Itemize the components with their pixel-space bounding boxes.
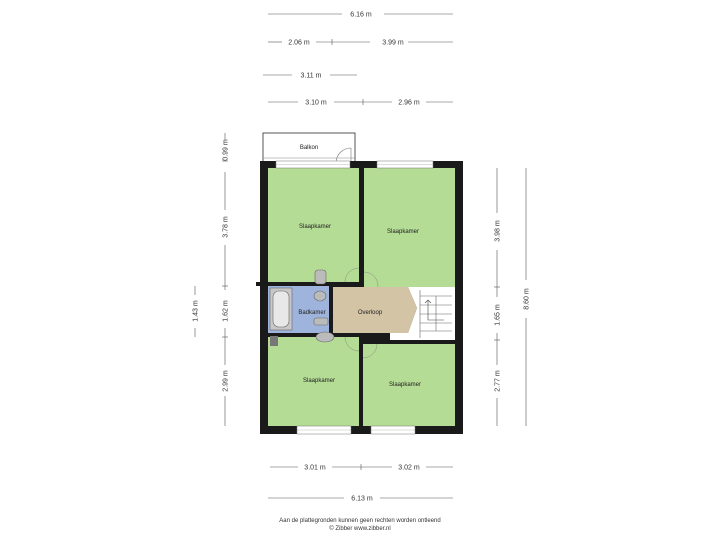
- disclaimer-text: Aan de plattegronden kunnen geen rechten…: [279, 518, 441, 524]
- top-dimensions: [263, 13, 453, 105]
- staircase: [419, 290, 452, 338]
- bedroom-top-right-label: Slaapkamer: [387, 229, 419, 235]
- dim-top-balcony: 3.11 m: [301, 73, 322, 80]
- dim-left-upper: 3.78 m: [223, 216, 230, 238]
- bedroom-top-left-label: Slaapkamer: [299, 224, 331, 230]
- sink-icon: [313, 290, 327, 302]
- dim-bottom-left: 3.01 m: [304, 465, 326, 472]
- dim-top-right-a: 3.99 m: [382, 40, 404, 47]
- balcony-label: Balkon: [300, 145, 318, 151]
- dim-right-upper: 3.98 m: [495, 220, 502, 242]
- dim-right-lower: 2.77 m: [495, 370, 502, 392]
- bedroom-bottom-right-label: Slaapkamer: [389, 382, 421, 388]
- doors: [344, 267, 379, 359]
- toilet-icon: [314, 269, 327, 285]
- dim-top-left-b: 3.10 m: [305, 100, 327, 107]
- dim-right-mid: 1.65 m: [495, 304, 502, 326]
- bedroom-bottom-left-label: Slaapkamer: [303, 378, 335, 384]
- bedroom-bottom-left: [268, 337, 359, 426]
- bedroom-top-left: [268, 168, 359, 282]
- dim-bottom-right: 3.02 m: [398, 465, 420, 472]
- dim-top-right-b: 2.96 m: [398, 100, 420, 107]
- landing: [333, 287, 417, 333]
- right-dimensions: [494, 168, 527, 426]
- bathroom-label: Badkamer: [298, 310, 325, 316]
- copyright-text: © Zibber www.zibber.nl: [329, 526, 391, 532]
- balcony: [262, 132, 356, 164]
- bathroom-fixtures: [269, 269, 335, 346]
- stairwell: [390, 287, 455, 340]
- bottom-dimensions: [268, 464, 453, 499]
- dim-top-left-a: 2.06 m: [288, 40, 310, 47]
- bedroom-top-right: [364, 168, 455, 287]
- left-dimensions: [194, 133, 228, 426]
- dim-bottom-total: 6.13 m: [351, 496, 373, 503]
- dim-left-outer-mid: 1.43 m: [193, 300, 200, 322]
- dim-left-mid: 1.62 m: [223, 300, 230, 322]
- dim-left-lower: 2.99 m: [223, 370, 230, 392]
- landing-label: Overloop: [358, 310, 383, 316]
- dim-right-total: 8.60 m: [524, 288, 531, 310]
- dim-left-balcony: 0.99 m: [223, 139, 230, 161]
- bedroom-bottom-right: [363, 344, 455, 426]
- dim-top-total: 6.16 m: [350, 12, 372, 19]
